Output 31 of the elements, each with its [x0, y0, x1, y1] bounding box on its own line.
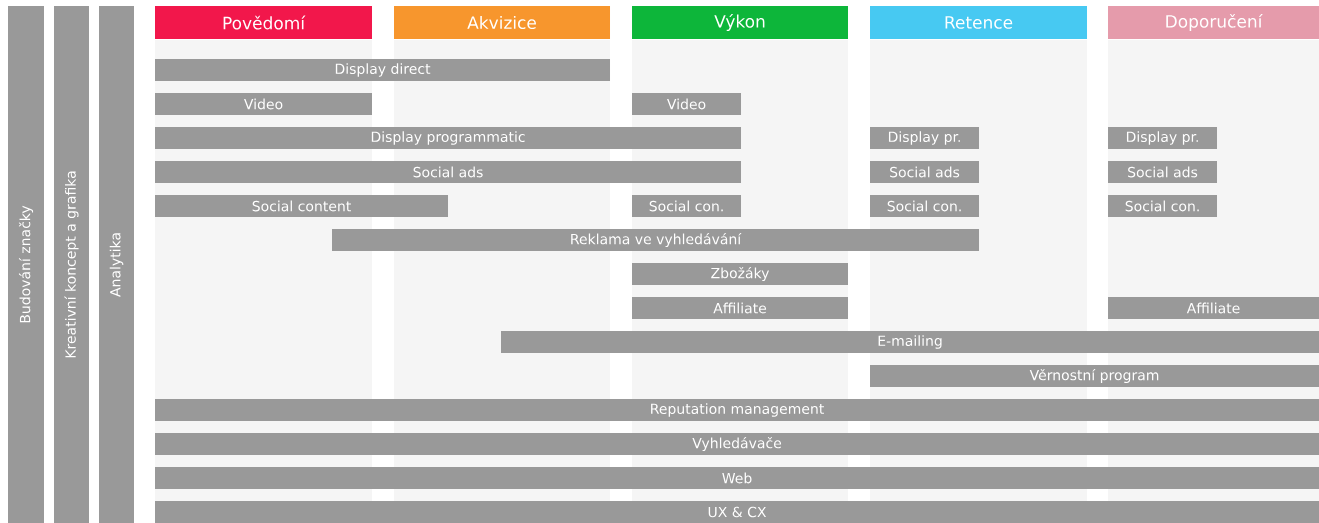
channel-bar: Reklama ve vyhledávání	[332, 229, 979, 251]
channel-bar: Social con.	[870, 195, 979, 217]
column-header: Výkon	[632, 6, 848, 39]
vertical-bar: Analytika	[99, 6, 134, 523]
channel-bar: UX & CX	[155, 501, 1319, 523]
channel-bar: Affiliate	[632, 297, 848, 319]
channel-bar: Display programmatic	[155, 127, 741, 149]
channel-bar: Affiliate	[1108, 297, 1319, 319]
column-header: Retence	[870, 6, 1087, 39]
channel-bar: Video	[632, 93, 741, 115]
channel-bar: Display pr.	[870, 127, 979, 149]
vertical-bar: Kreativní koncept a grafika	[54, 6, 89, 523]
channel-bar: Web	[155, 467, 1319, 489]
channel-bar: E-mailing	[501, 331, 1319, 353]
channel-bar: Vyhledávače	[155, 433, 1319, 455]
channel-bar: Věrnostní program	[870, 365, 1319, 387]
channel-bar: Social content	[155, 195, 448, 217]
channel-bar: Social con.	[1108, 195, 1217, 217]
channel-bar: Display pr.	[1108, 127, 1217, 149]
channel-bar: Social ads	[1108, 161, 1217, 183]
channel-bar: Reputation management	[155, 399, 1319, 421]
channel-bar: Video	[155, 93, 372, 115]
channel-bar: Social ads	[870, 161, 979, 183]
column-header: Povědomí	[155, 6, 372, 39]
vertical-bar: Budování značky	[8, 6, 44, 523]
channel-bar: Display direct	[155, 59, 610, 81]
column-header: Akvizice	[394, 6, 610, 39]
column-header: Doporučení	[1108, 6, 1319, 39]
channel-bar: Social con.	[632, 195, 741, 217]
channel-bar: Social ads	[155, 161, 741, 183]
channel-bar: Zbožáky	[632, 263, 848, 285]
